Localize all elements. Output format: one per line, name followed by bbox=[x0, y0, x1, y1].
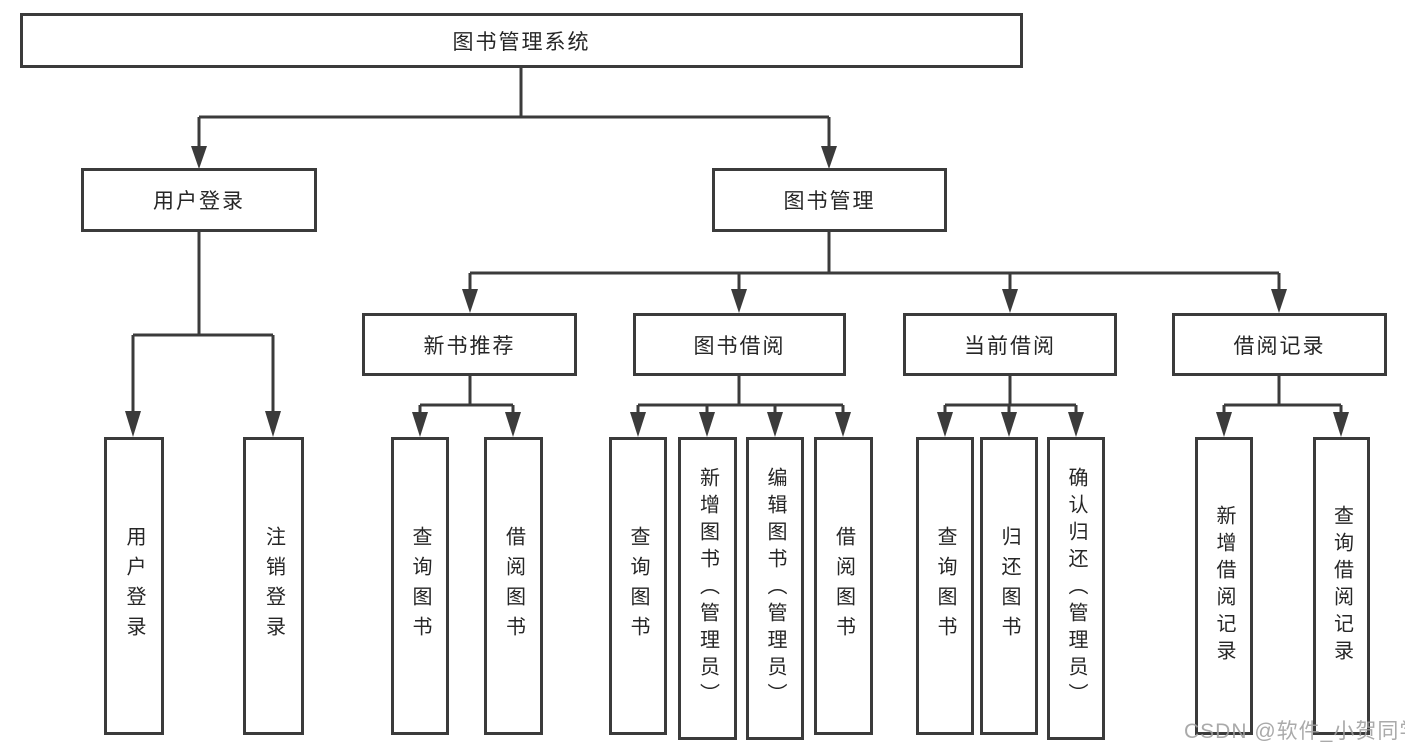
node-user-login: 用户登录 bbox=[81, 168, 317, 232]
node-borrowing-records: 借阅记录 bbox=[1172, 313, 1387, 376]
leaf-return-book-label: 归还图书 bbox=[998, 526, 1020, 646]
connector-borrowing-to-leaves bbox=[630, 376, 851, 437]
node-new-book-recommend: 新书推荐 bbox=[362, 313, 577, 376]
leaf-query-books-newbooks-label: 查询图书 bbox=[409, 526, 431, 646]
leaf-query-books-current-label: 查询图书 bbox=[934, 526, 956, 646]
connector-records-to-leaves bbox=[1216, 376, 1349, 437]
watermark: CSDN @软件_小贺同学 bbox=[1184, 720, 1405, 743]
leaf-query-borrow-record: 查询借阅记录 bbox=[1313, 437, 1370, 735]
leaf-add-borrow-record: 新增借阅记录 bbox=[1195, 437, 1253, 735]
connector-root-to-level2 bbox=[191, 68, 837, 169]
leaf-return-book: 归还图书 bbox=[980, 437, 1038, 735]
leaf-confirm-return-admin-label: 确认归还（管理员） bbox=[1065, 467, 1087, 710]
leaf-add-book-admin: 新增图书（管理员） bbox=[678, 437, 737, 740]
leaf-confirm-return-admin: 确认归还（管理员） bbox=[1047, 437, 1105, 740]
leaf-query-books-newbooks: 查询图书 bbox=[391, 437, 449, 735]
leaf-borrow-books-newbooks-label: 借阅图书 bbox=[502, 526, 525, 646]
leaf-edit-book-admin: 编辑图书（管理员） bbox=[746, 437, 804, 740]
leaf-borrow-books-borrowing-label: 借阅图书 bbox=[832, 526, 855, 646]
node-book-management-label: 图书管理 bbox=[783, 190, 876, 213]
leaf-add-borrow-record-label: 新增借阅记录 bbox=[1213, 505, 1235, 667]
leaf-query-books-current: 查询图书 bbox=[916, 437, 974, 735]
leaf-add-book-admin-label: 新增图书（管理员） bbox=[696, 467, 719, 710]
connector-current-to-leaves bbox=[937, 376, 1084, 437]
node-borrowing-records-label: 借阅记录 bbox=[1233, 334, 1326, 358]
node-root: 图书管理系统 bbox=[20, 13, 1023, 68]
node-book-borrowing: 图书借阅 bbox=[633, 313, 846, 376]
leaf-query-borrow-record-label: 查询借阅记录 bbox=[1330, 505, 1353, 667]
leaf-logout: 注销登录 bbox=[243, 437, 304, 735]
leaf-user-login-label: 用户登录 bbox=[123, 526, 145, 646]
leaf-edit-book-admin-label: 编辑图书（管理员） bbox=[764, 467, 786, 710]
leaf-query-books-borrowing-label: 查询图书 bbox=[627, 526, 649, 646]
node-new-book-recommend-label: 新书推荐 bbox=[423, 334, 516, 358]
leaf-borrow-books-borrowing: 借阅图书 bbox=[814, 437, 873, 735]
connector-newbooks-to-leaves bbox=[412, 376, 521, 437]
node-book-management: 图书管理 bbox=[712, 168, 947, 232]
leaf-query-books-borrowing: 查询图书 bbox=[609, 437, 667, 735]
leaf-logout-label: 注销登录 bbox=[262, 526, 285, 646]
connector-login-to-leaves bbox=[125, 232, 281, 437]
node-root-label: 图书管理系统 bbox=[452, 30, 591, 54]
node-current-borrowing-label: 当前借阅 bbox=[964, 334, 1056, 358]
connector-management-to-level3 bbox=[462, 232, 1287, 313]
node-current-borrowing: 当前借阅 bbox=[903, 313, 1117, 376]
leaf-user-login: 用户登录 bbox=[104, 437, 164, 735]
leaf-borrow-books-newbooks: 借阅图书 bbox=[484, 437, 543, 735]
node-book-borrowing-label: 图书借阅 bbox=[693, 334, 786, 358]
node-user-login-label: 用户登录 bbox=[153, 190, 245, 213]
